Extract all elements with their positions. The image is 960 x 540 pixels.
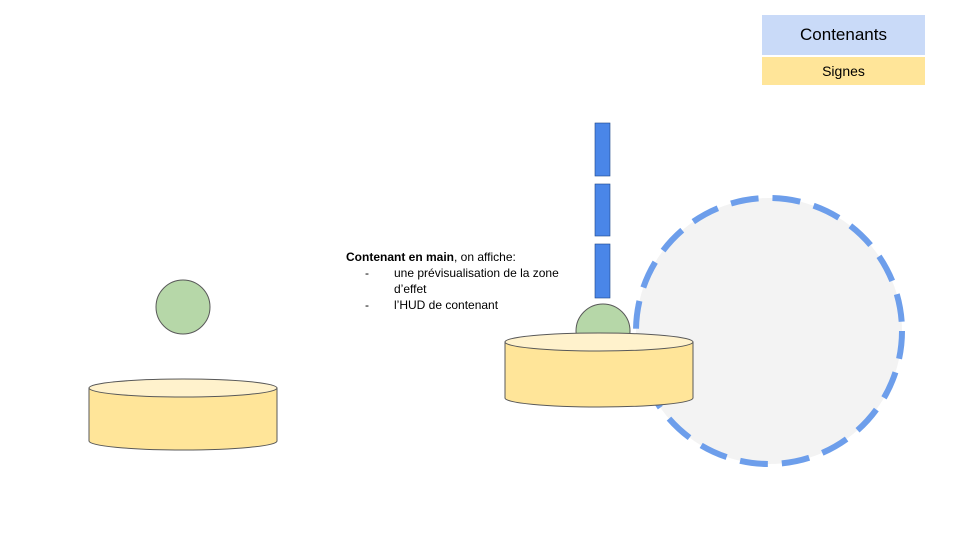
- note-title-rest: , on affiche:: [454, 250, 516, 264]
- effect-zone-preview: [633, 195, 905, 467]
- hud-bar-1: [594, 122, 611, 177]
- container-cylinder-right: [504, 332, 694, 408]
- sign-ball-left: [155, 279, 211, 335]
- note-title-bold: Contenant en main: [346, 250, 455, 264]
- annotation-note: Contenant en main, on affiche: - une prév…: [346, 249, 566, 313]
- legend-signes: Signes: [762, 57, 925, 85]
- bullet-marker: -: [365, 298, 369, 312]
- legend-signes-label: Signes: [822, 63, 865, 79]
- note-bullet-zone-preview: - une prévisualisation de la zone d’effet: [346, 265, 566, 297]
- note-bullet-text: l’HUD de contenant: [394, 298, 499, 312]
- note-bullet-hud: - l’HUD de contenant: [346, 297, 566, 313]
- hud-bar-2: [594, 183, 611, 237]
- note-bullet-list: - une prévisualisation de la zone d’effet…: [346, 265, 566, 313]
- hud-bar-3: [594, 243, 611, 299]
- legend-contenants-label: Contenants: [800, 25, 887, 44]
- note-title: Contenant en main, on affiche:: [346, 249, 566, 265]
- container-cylinder-left: [88, 378, 278, 451]
- legend-contenants: Contenants: [762, 15, 925, 55]
- bullet-marker: -: [365, 266, 369, 280]
- note-bullet-text: une prévisualisation de la zone d’effet: [394, 266, 559, 296]
